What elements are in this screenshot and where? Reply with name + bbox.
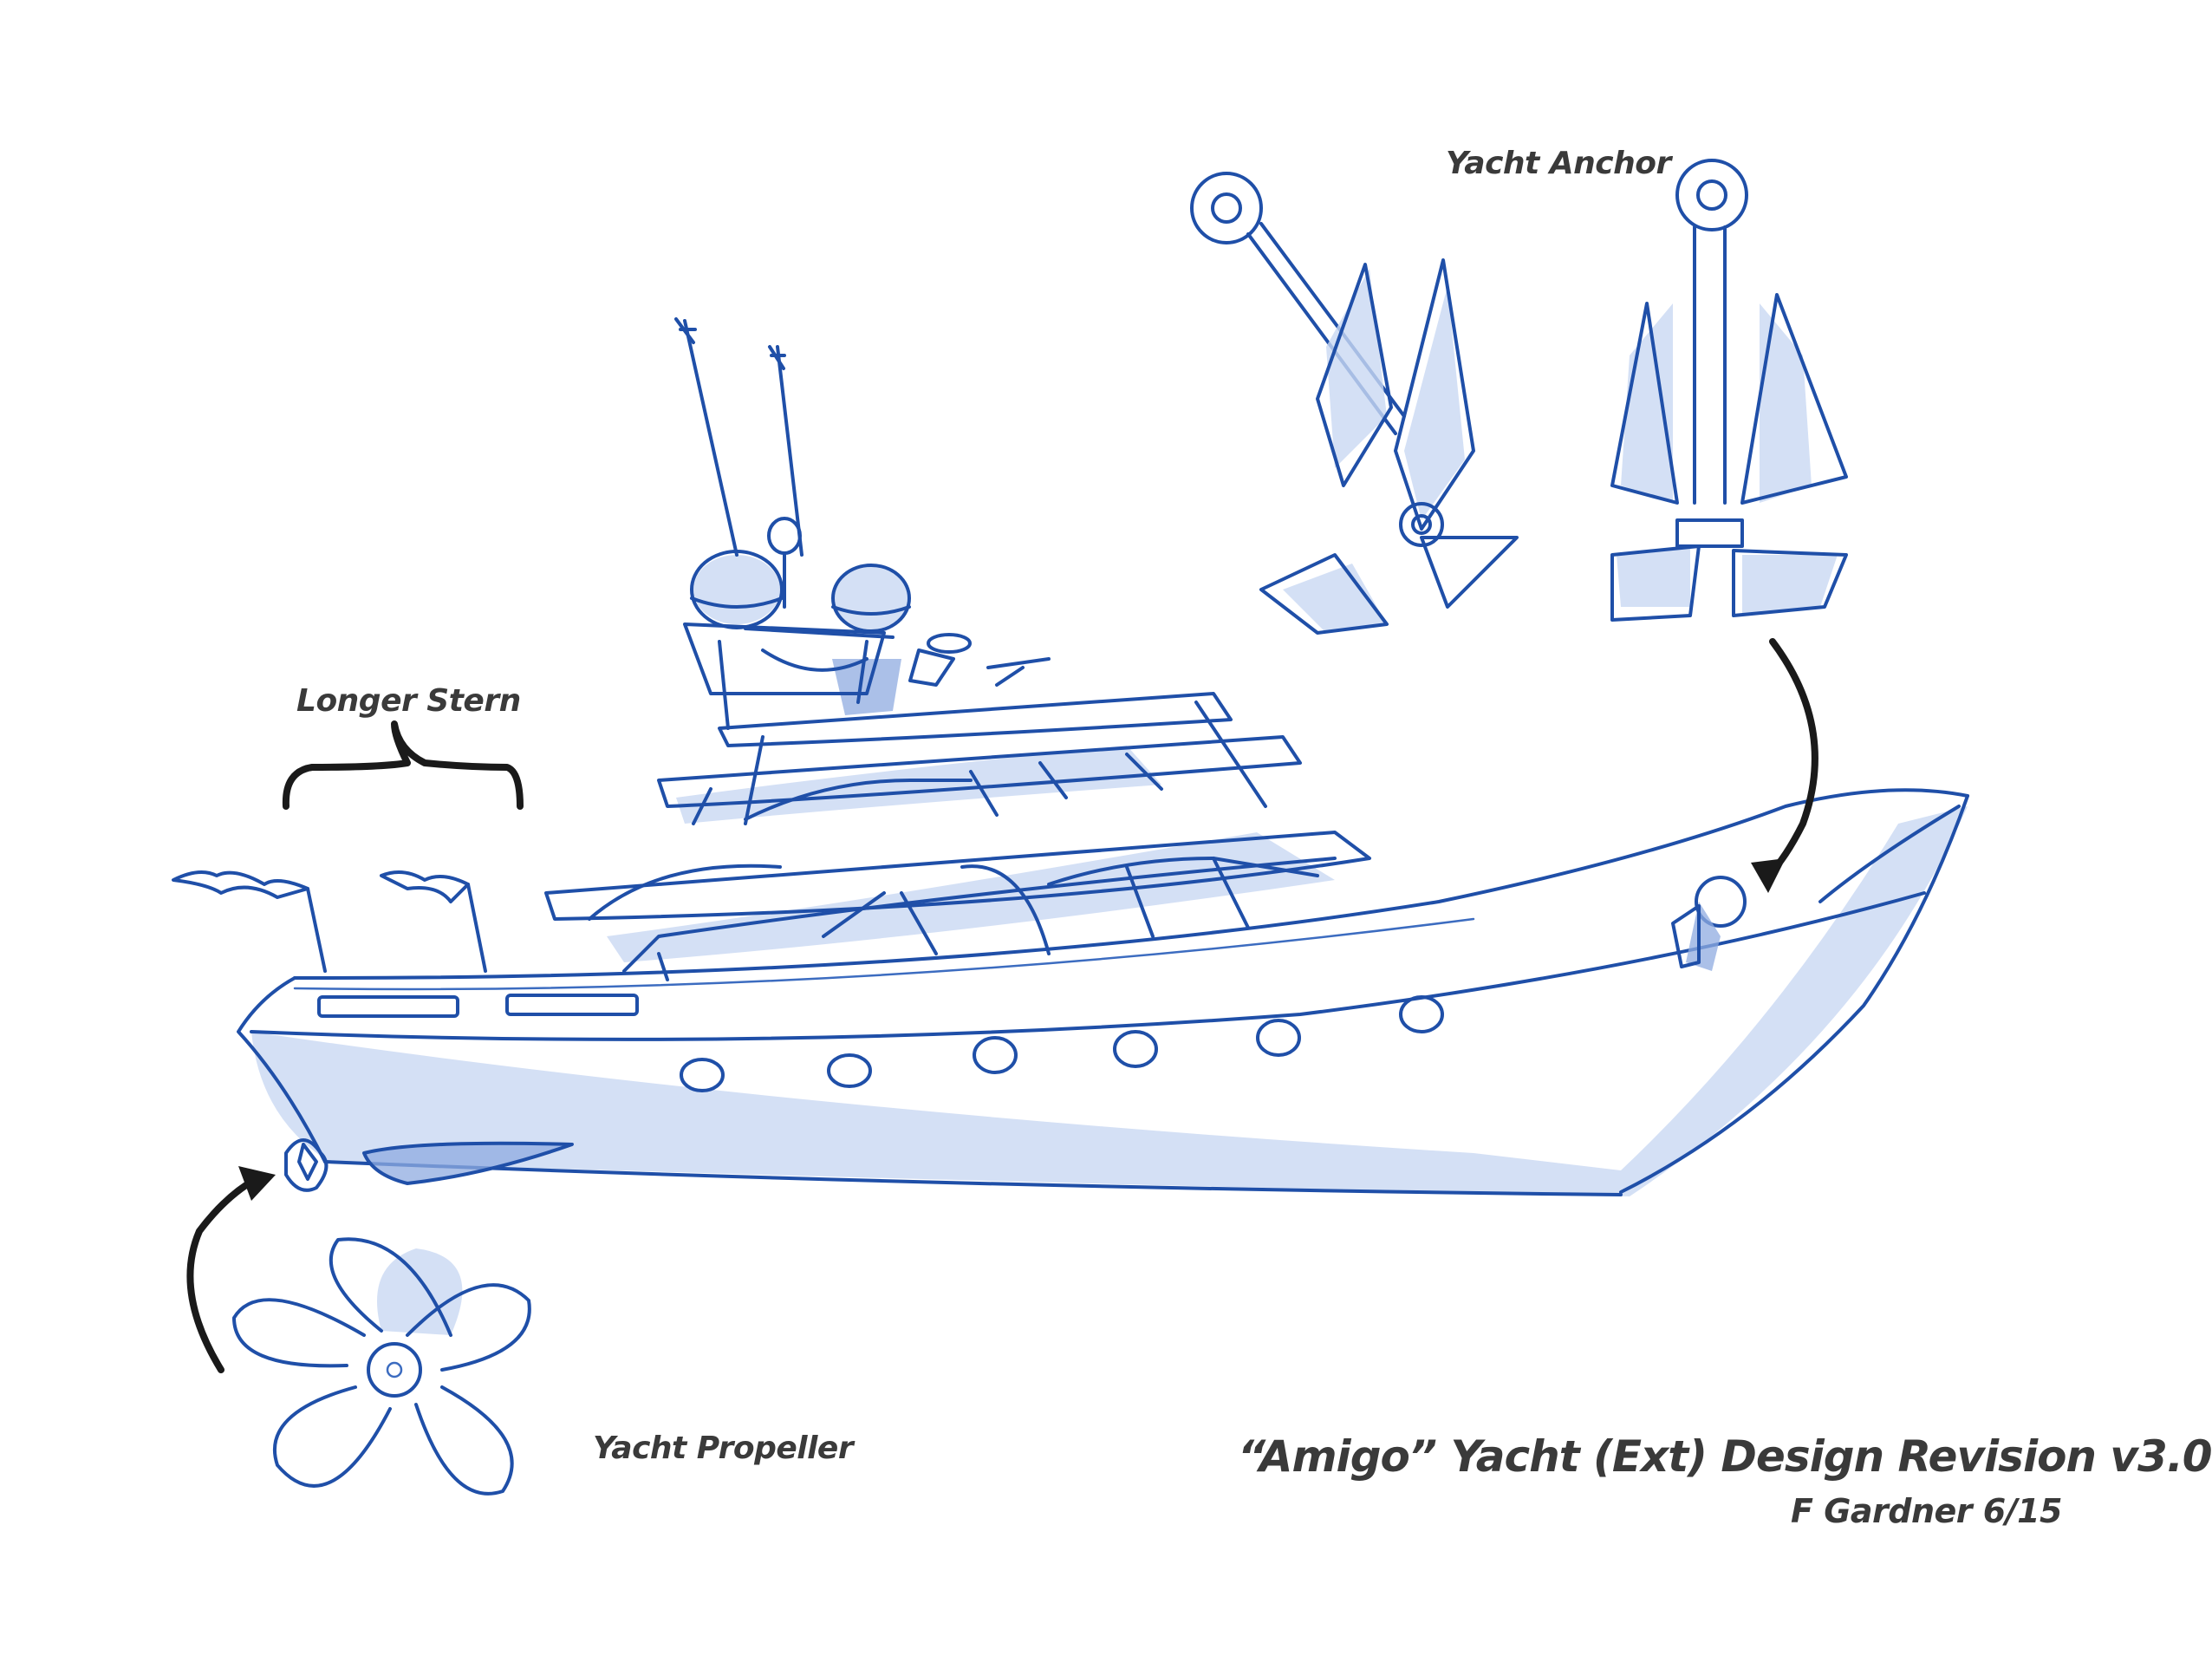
stern-deck-hatches bbox=[317, 994, 639, 1018]
sketch-sheet: Yacht Anchor Longer Stern Yacht Propelle… bbox=[172, 146, 2212, 1530]
stern-brace bbox=[282, 720, 524, 810]
radar-arch bbox=[683, 622, 1051, 730]
yacht-cabin bbox=[544, 692, 1371, 981]
antennas bbox=[674, 317, 803, 557]
anchor-detail-front bbox=[1610, 159, 1848, 622]
propeller-detail bbox=[232, 1237, 531, 1496]
radar-domes bbox=[690, 517, 911, 639]
bow-anchor bbox=[1671, 876, 1747, 971]
portholes bbox=[680, 995, 1444, 1092]
yacht-sketch-drawing bbox=[172, 159, 1969, 1496]
anchor-detail-tilted bbox=[1190, 172, 1519, 635]
arrow-to-bow-anchor bbox=[1751, 638, 1818, 893]
stern-propeller-rudder bbox=[284, 1138, 574, 1192]
arrow-to-stern-propeller bbox=[186, 1166, 276, 1373]
propeller-label: Yacht Propeller bbox=[593, 1431, 854, 1466]
stern-label: Longer Stern bbox=[296, 683, 521, 719]
anchor-label: Yacht Anchor bbox=[1446, 146, 1671, 181]
artist-signature-date: F Gardner 6/15 bbox=[1791, 1492, 2062, 1530]
stern-flags bbox=[172, 870, 487, 973]
sheet-title: “Amigo” Yacht (Ext) Design Revision v3.0 bbox=[1238, 1431, 2212, 1482]
